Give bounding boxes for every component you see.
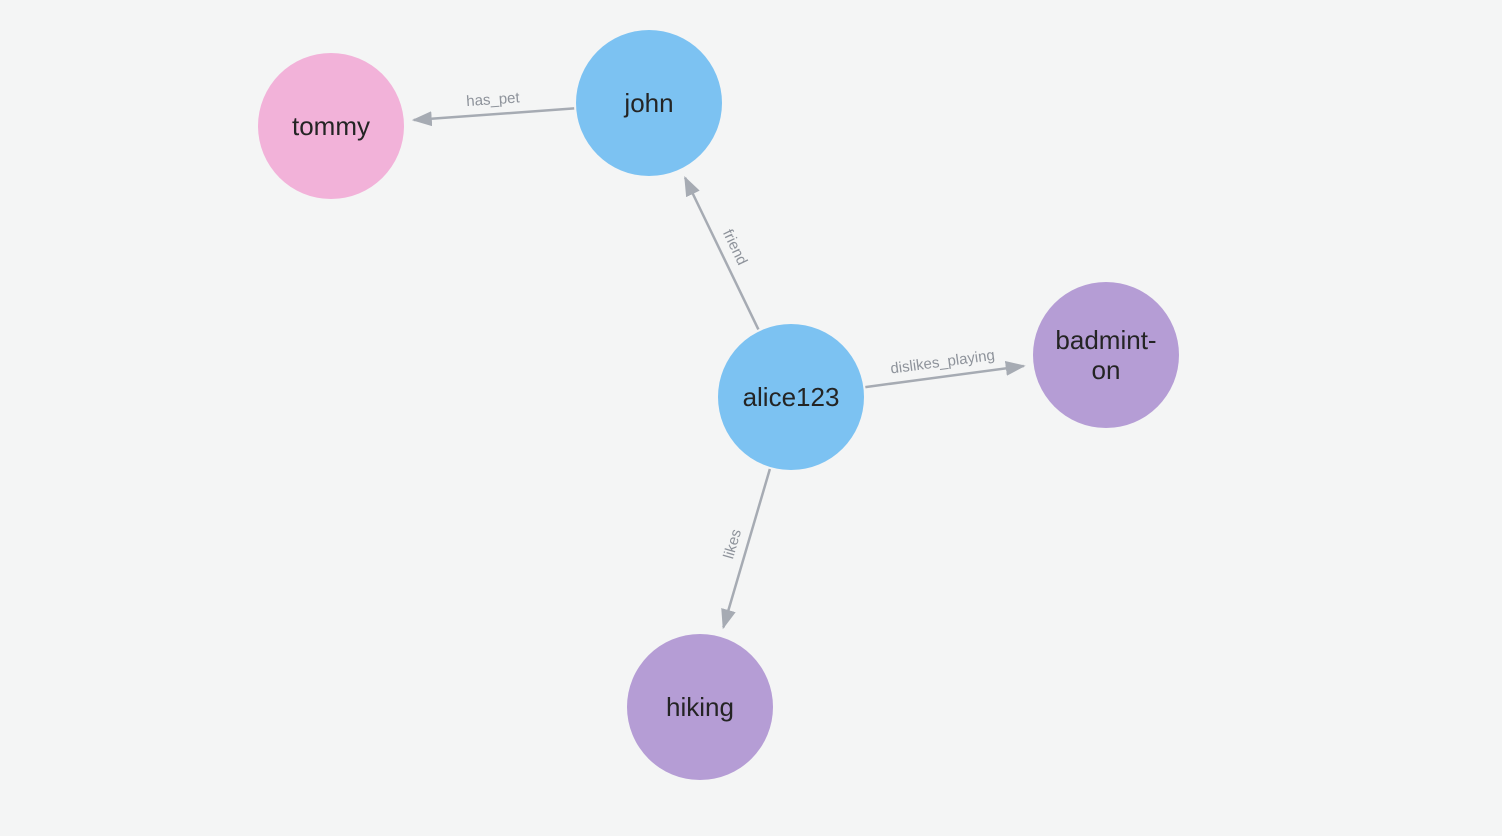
node-circle-john[interactable] [576, 30, 722, 176]
edge-dislikes_playing[interactable]: dislikes_playing [865, 347, 1026, 389]
node-circle-tommy[interactable] [258, 53, 404, 199]
node-alice123[interactable]: alice123 [718, 324, 864, 470]
node-john[interactable]: john [576, 30, 722, 176]
edge-label-friend: friend [719, 227, 751, 268]
node-badminton[interactable]: badmint-on [1033, 282, 1179, 428]
edge-friend[interactable]: friend [683, 175, 760, 331]
node-circle-hiking[interactable] [627, 634, 773, 780]
node-hiking[interactable]: hiking [627, 634, 773, 780]
edge-has_pet[interactable]: has_pet [411, 89, 575, 127]
edge-likes[interactable]: likes [720, 468, 772, 630]
edge-label-has_pet: has_pet [466, 89, 521, 110]
node-circle-badminton[interactable] [1033, 282, 1179, 428]
node-circle-alice123[interactable] [718, 324, 864, 470]
edge-label-likes: likes [720, 527, 745, 561]
node-tommy[interactable]: tommy [258, 53, 404, 199]
